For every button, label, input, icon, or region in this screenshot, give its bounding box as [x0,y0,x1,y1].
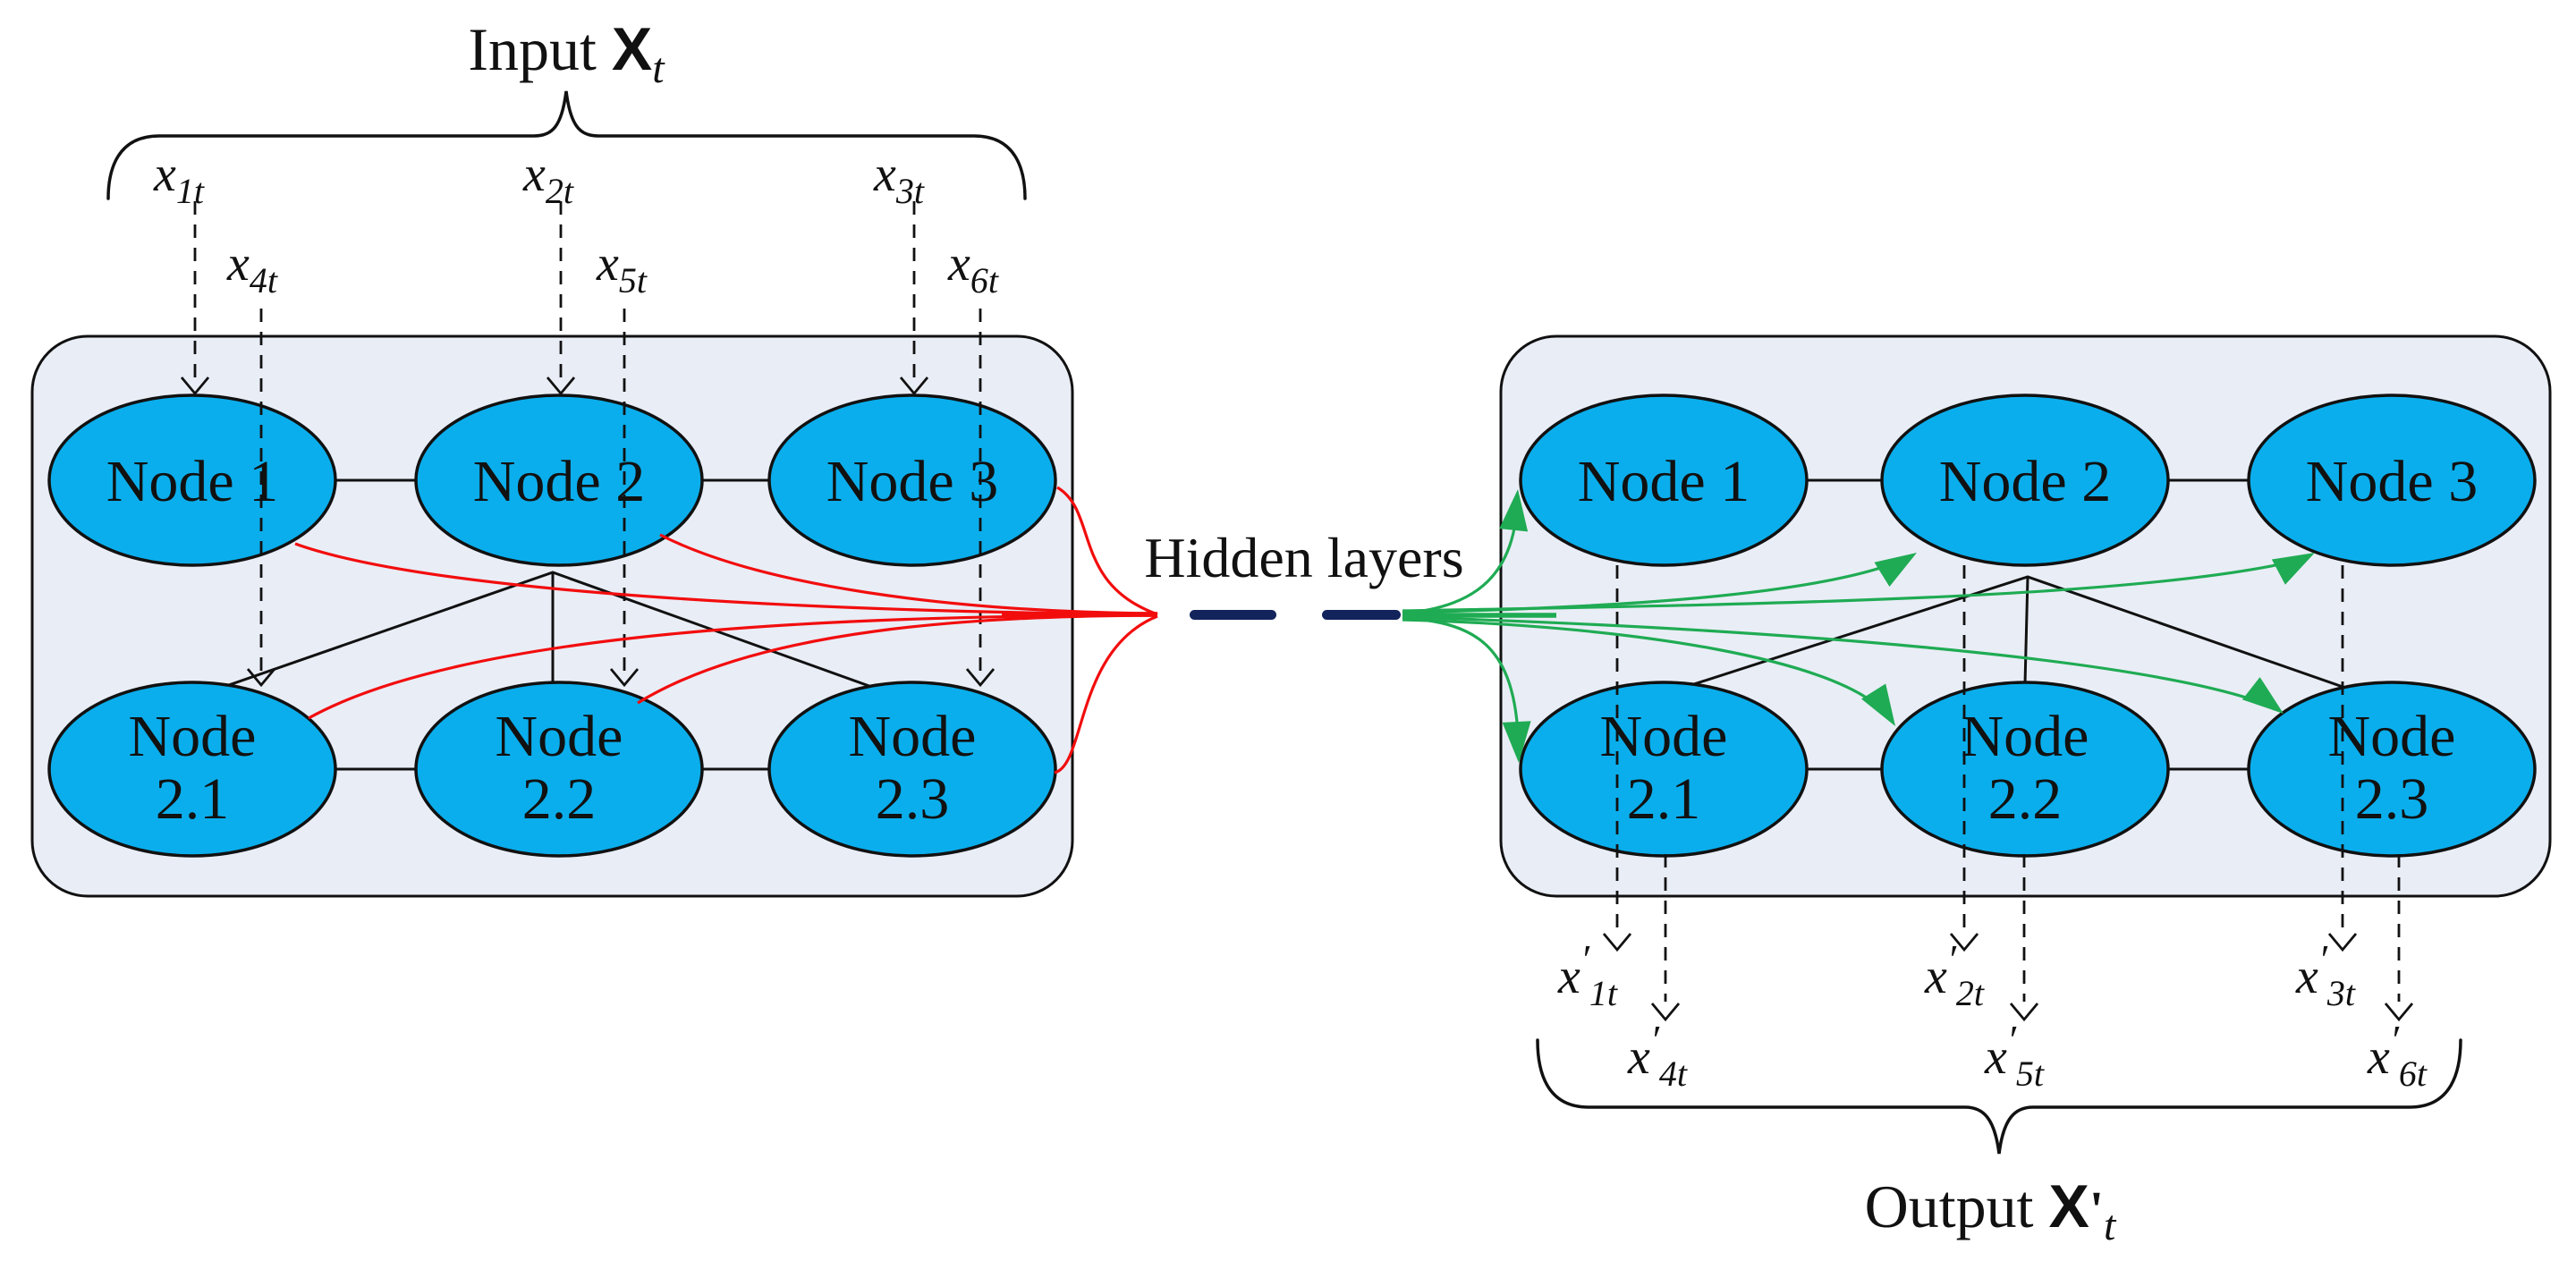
right-node-1-label: Node 1 [1578,449,1750,514]
left-node-22 [414,681,704,858]
green-arrowhead-icon [2271,553,2315,585]
output-label-x4t: x′4t [1627,1017,1688,1094]
arrowhead-v-icon [609,668,640,688]
arrowhead-v-icon [2384,1003,2414,1022]
left-node-1 [47,394,337,567]
green-arrowhead-icon [1502,721,1531,763]
output-title-sub: t [2104,1202,2117,1249]
right-node-3-label: Node 3 [2306,449,2478,514]
left-node-21 [47,681,337,858]
input-title-sub: t [652,45,665,92]
output-label-x2t: x′2t [1924,936,1985,1013]
input-label-x2t: x2t [522,147,574,211]
arrowhead-v-icon [246,668,276,688]
output-title-prime: ' [2089,1181,2104,1239]
arrowhead-v-icon [1949,933,1979,952]
arrowhead-v-icon [965,668,996,688]
input-variable-labels: x1t x2t x3t x4t x5t x6t [153,147,999,300]
input-title-prefix: Input [468,15,612,83]
green-curve-node22 [1402,618,1889,717]
red-curve-node2 [659,533,1158,615]
output-title-matrix: X [2049,1172,2089,1240]
arrowhead-v-icon [180,377,210,396]
input-label-x6t: x6t [947,236,999,300]
output-title: Output X't [1865,1172,2117,1249]
output-variable-labels: x′1t x′2t x′3t x′4t x′5t x′6t [1557,936,2428,1094]
output-brace [1536,1038,2462,1155]
arrowhead-v-icon [1650,1003,1681,1022]
arrowhead-v-icon [2009,1003,2039,1022]
green-arrowhead-icon [1874,553,1917,587]
green-arrowhead-icon [2241,677,2284,714]
left-node-23 [767,681,1057,858]
output-title-prefix: Output [1865,1172,2049,1240]
dashed-arrowheads [180,377,2414,1022]
hidden-layer-dashes [1190,610,1401,620]
arrowhead-v-icon [899,377,929,396]
right-node-21 [1519,681,1809,858]
green-curve-node23 [1402,615,2273,708]
input-label-x3t: x3t [873,147,925,211]
titles: Input Xt Hidden layers Output X't [468,15,2117,1249]
right-node-2 [1880,394,2170,567]
hidden-dash-left-icon [1190,610,1276,620]
green-curve-node3 [1402,557,2304,613]
left-node-2 [414,394,704,567]
output-label-x3t: x′3t [2295,936,2356,1013]
right-node-23 [2247,681,2537,858]
right-graph-edges [1674,478,2349,771]
green-arrowhead-icon [1499,489,1529,532]
hidden-layers-label: Hidden layers [1144,526,1463,589]
input-brace [106,90,1027,200]
arrowhead-v-icon [546,377,576,396]
right-tree-vertical [2023,576,2029,685]
panels [30,334,2552,898]
input-title: Input Xt [468,15,665,92]
red-curve-node3 [1056,486,1158,616]
green-arrowheads [1499,489,2315,763]
dashed-arrows [193,201,2401,1002]
right-node-1 [1519,394,1809,567]
arrowhead-v-icon [2327,933,2358,952]
arrowhead-v-icon [1602,933,1632,952]
left-node-3 [767,394,1057,567]
input-label-x1t: x1t [153,147,205,211]
input-label-x4t: x4t [226,236,278,300]
input-label-x5t: x5t [596,236,648,300]
green-arrowhead-icon [1861,683,1895,726]
hidden-dash-right-icon [1322,610,1401,620]
red-curve-node23 [1054,614,1158,774]
output-label-x6t: x′6t [2367,1017,2428,1094]
output-label-x1t: x′1t [1557,936,1618,1013]
output-label-x5t: x′5t [1984,1017,2045,1094]
node-ellipses [47,394,2537,858]
input-title-matrix: X [612,15,652,83]
left-node-3-label: Node 3 [826,449,998,514]
left-node-2-label: Node 2 [473,449,645,514]
right-node-2-label: Node 2 [1939,449,2111,514]
right-node-3 [2247,394,2537,567]
left-node-1-label: Node 1 [106,449,278,514]
red-encoder-curves [294,486,1158,774]
braces [106,90,2462,1155]
